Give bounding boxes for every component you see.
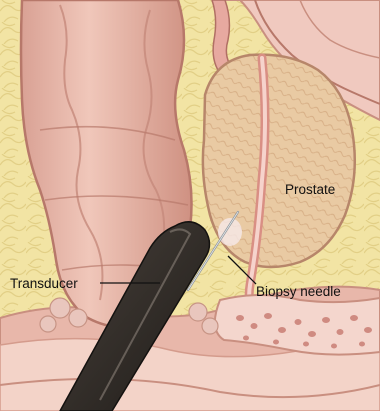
biopsy-site [218, 218, 242, 246]
transducer-label: Transducer [10, 276, 78, 291]
biopsy-needle-label: Biopsy needle [256, 284, 341, 299]
prostate-label: Prostate [285, 182, 335, 197]
